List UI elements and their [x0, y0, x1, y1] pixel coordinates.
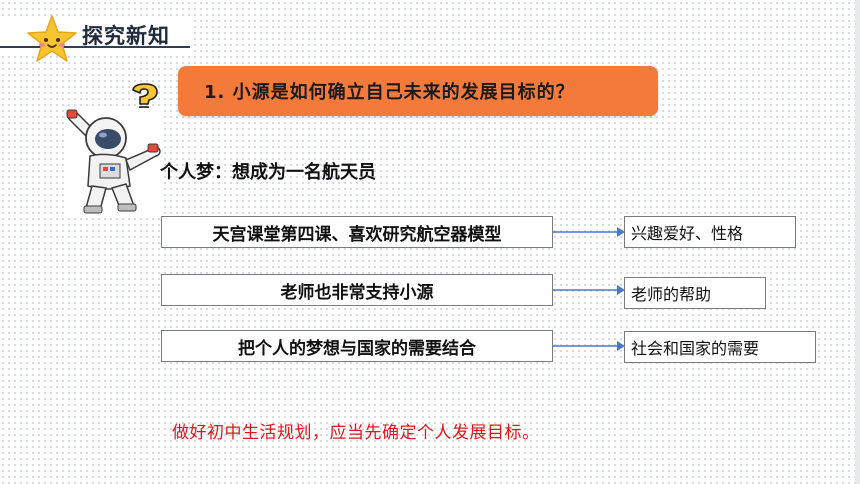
factor-box-2: 老师的帮助 [624, 277, 766, 309]
smiling-star-icon [27, 15, 77, 62]
conclusion-text: 做好初中生活规划，应当先确定个人发展目标。 [172, 423, 540, 443]
personal-dream-text: 个人梦：想成为一名航天员 [160, 162, 376, 183]
arrow-right-icon [553, 285, 625, 295]
factor-box-1: 兴趣爱好、性格 [624, 216, 796, 248]
arrow-right-icon [553, 341, 625, 351]
right-edge-bar [855, 0, 860, 484]
reason-box-2: 老师也非常支持小源 [161, 274, 553, 306]
header-underline [0, 46, 190, 48]
reason-box-3: 把个人的梦想与国家的需要结合 [161, 330, 553, 362]
question-banner: 1. 小源是如何确立自己未来的发展目标的？ [178, 66, 658, 116]
reason-box-1: 天宫课堂第四课、喜欢研究航空器模型 [161, 216, 553, 248]
section-title: 探究新知 [82, 24, 170, 48]
question-text: 1. 小源是如何确立自己未来的发展目标的？ [204, 82, 575, 103]
arrow-right-icon [553, 227, 625, 237]
factor-box-3: 社会和国家的需要 [624, 331, 816, 363]
astronaut-dab-illustration [64, 108, 164, 218]
